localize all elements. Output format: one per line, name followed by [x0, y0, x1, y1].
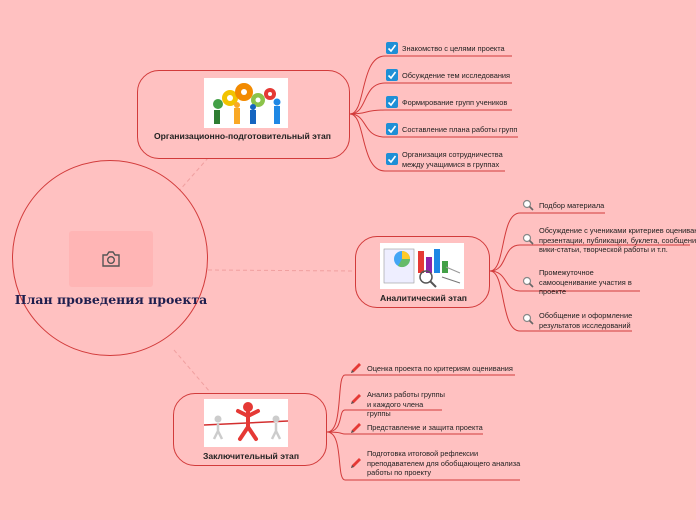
- checkbox-icon: [386, 123, 398, 135]
- pencil-icon: [351, 394, 361, 404]
- pencil-icon: [351, 458, 361, 468]
- list-item: Оценка проекта по критериям оценивания: [367, 364, 513, 373]
- analytics-image: [380, 243, 464, 289]
- central-title: План проведения проекта: [14, 292, 208, 307]
- pencil-icon: [351, 423, 361, 433]
- gears-teamwork-image: [204, 78, 288, 128]
- checkbox-icon: [386, 153, 398, 165]
- list-item: Знакомство с целями проекта: [402, 44, 505, 53]
- list-item: Обсуждение с учениками критериев оценива…: [539, 226, 696, 255]
- stage-label: Заключительный этап: [202, 451, 300, 461]
- central-topic[interactable]: План проведения проекта: [12, 160, 208, 356]
- camera-icon: [102, 251, 120, 267]
- list-item: Подготовка итоговой рефлексии преподават…: [367, 449, 521, 478]
- list-item: Организация сотрудничества между учащими…: [402, 150, 503, 169]
- list-item: Подбор материала: [539, 201, 605, 210]
- finish-line-image: [203, 399, 289, 447]
- list-item: Формирование групп учеников: [402, 98, 508, 107]
- list-item: Анализ работы группы и каждого члена гру…: [367, 390, 445, 419]
- list-item: Обсуждение тем исследования: [402, 71, 511, 80]
- list-item: Промежуточное самооценивание участия в п…: [539, 268, 632, 297]
- list-item: Обобщение и оформление результатов иссле…: [539, 311, 633, 330]
- image-placeholder: [69, 231, 153, 287]
- magnifier-icon: [522, 199, 534, 211]
- stage-final[interactable]: Заключительный этап: [173, 393, 327, 466]
- stage-analytical[interactable]: Аналитический этап: [355, 236, 490, 308]
- pencil-icon: [351, 363, 361, 373]
- checkbox-icon: [386, 69, 398, 81]
- magnifier-icon: [522, 313, 534, 325]
- stage-label: Организационно-подготовительный этап: [154, 131, 331, 141]
- list-item: Представление и защита проекта: [367, 423, 483, 432]
- checkbox-icon: [386, 96, 398, 108]
- magnifier-icon: [522, 233, 534, 245]
- list-item: Составление плана работы групп: [402, 125, 518, 134]
- checkbox-icon: [386, 42, 398, 54]
- stage-organizational[interactable]: Организационно-подготовительный этап: [137, 70, 350, 159]
- magnifier-icon: [522, 276, 534, 288]
- stage-label: Аналитический этап: [380, 293, 467, 303]
